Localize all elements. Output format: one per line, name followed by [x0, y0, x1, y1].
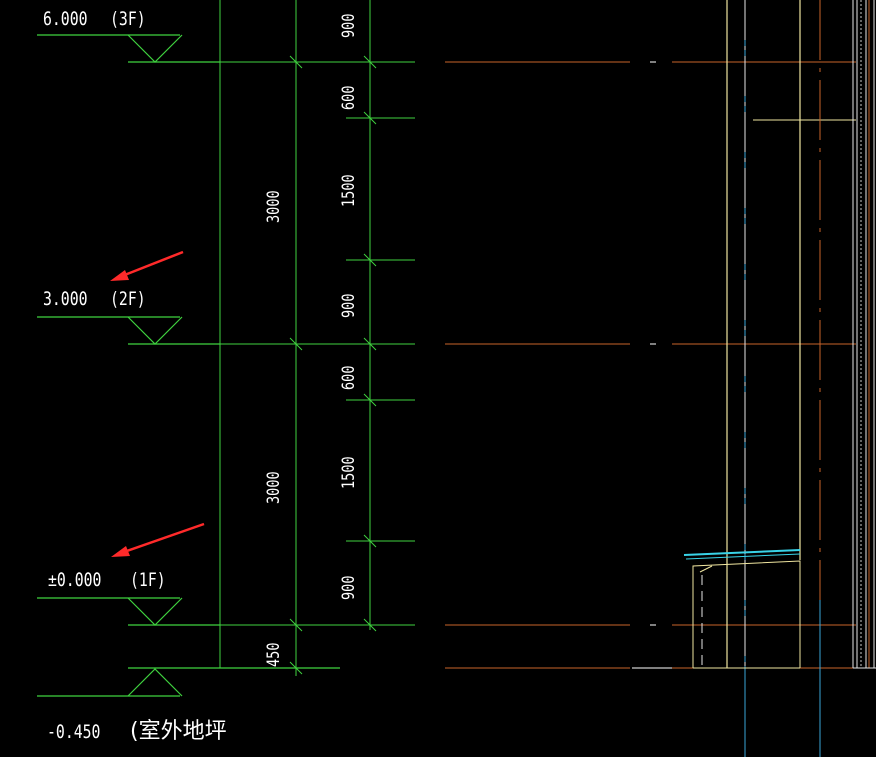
dim-storey-2: 3000: [264, 471, 284, 504]
level-2f: [37, 316, 220, 345]
triangle-level-marker-icon: [127, 668, 183, 697]
red-arrow-icon: [111, 522, 205, 557]
level-1f-elevation: ±0.000: [48, 569, 101, 591]
dim-plinth: 450: [264, 642, 284, 667]
dim-storey-3: 3000: [264, 190, 284, 223]
level-3f-elevation: 6.000: [43, 8, 88, 30]
dim-seg-top-600: 600: [339, 85, 359, 110]
level-ground-floor: (室外地坪: [130, 719, 227, 744]
level-ground-elevation: -0.450: [47, 721, 100, 743]
level-1f-floor: (1F): [130, 569, 166, 591]
dim-seg-mid-600: 600: [339, 365, 359, 390]
dim-seg-mid-900: 900: [339, 293, 359, 318]
level-1f: [37, 597, 220, 626]
floor-grid-lines: [445, 61, 856, 669]
building-section: [726, 0, 876, 757]
dim-seg-top-1500: 1500: [339, 174, 359, 207]
grid-gap-marks: [632, 61, 672, 669]
entrance-canopy: [683, 549, 801, 669]
dim-seg-mid-1500: 1500: [339, 456, 359, 489]
dim-seg-top-900: 900: [339, 13, 359, 38]
level-3f: [37, 34, 220, 63]
dimension-lines: [219, 0, 415, 676]
level-2f-floor: (2F): [110, 288, 146, 310]
dim-seg-bot-900: 900: [339, 575, 359, 600]
level-2f-elevation: 3.000: [43, 288, 88, 310]
level-3f-floor: (3F): [110, 8, 146, 30]
red-arrow-icon: [110, 250, 184, 281]
